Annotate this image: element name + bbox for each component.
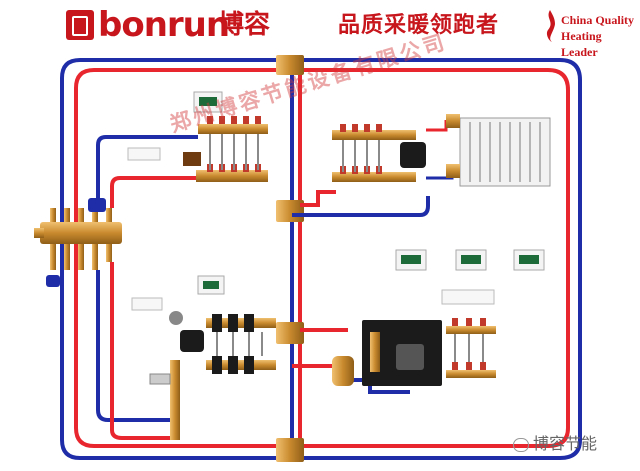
wechat-account-label: 博容节能 — [533, 434, 598, 453]
pump-icon — [180, 330, 204, 352]
leader-tagline: China Quality Heating Leader — [561, 12, 640, 60]
lower-left-manifold — [96, 262, 276, 440]
thermostat-icon — [513, 249, 545, 271]
centre-tee-fittings — [276, 55, 304, 462]
pump-icon — [400, 142, 426, 168]
brand-wordmark: bonrun — [98, 5, 230, 45]
controller-label-plate — [127, 147, 161, 161]
flame-icon — [546, 10, 555, 42]
controller-label-plate — [441, 289, 495, 305]
thermostat-icon — [193, 91, 223, 113]
slogan: 品质采暖领跑者 — [338, 13, 500, 38]
leader-line-1: China Quality — [561, 13, 635, 27]
wechat-account-tag: 博容节能 — [513, 430, 597, 454]
pump-icon — [396, 344, 424, 370]
valve-icon — [446, 114, 460, 128]
controller-label-plate — [131, 297, 163, 311]
wechat-icon — [513, 437, 529, 452]
brand-logo-mark — [66, 10, 94, 40]
thermostat-icon — [395, 249, 427, 271]
radiator-icon — [446, 114, 551, 187]
return-pipe-outer — [60, 58, 582, 460]
upper-left-manifold — [96, 116, 268, 208]
supply-pipe-outer — [74, 68, 570, 448]
leader-line-2: Heating Leader — [561, 29, 602, 59]
thermostat-icon — [455, 249, 487, 271]
brand-chinese-name: 博容 — [218, 10, 271, 40]
upper-right-manifold — [292, 120, 454, 217]
valve-icon — [332, 356, 354, 386]
pump-icon — [88, 198, 106, 212]
thermostat-icon — [197, 275, 225, 295]
valve-icon — [46, 275, 60, 287]
header-banner: bonrun 博容 品质采暖领跑者 China Quality Heating … — [0, 0, 640, 60]
main-distribution-manifold — [34, 198, 122, 287]
lower-right-mixing-station — [292, 318, 496, 394]
valve-icon — [446, 164, 460, 178]
